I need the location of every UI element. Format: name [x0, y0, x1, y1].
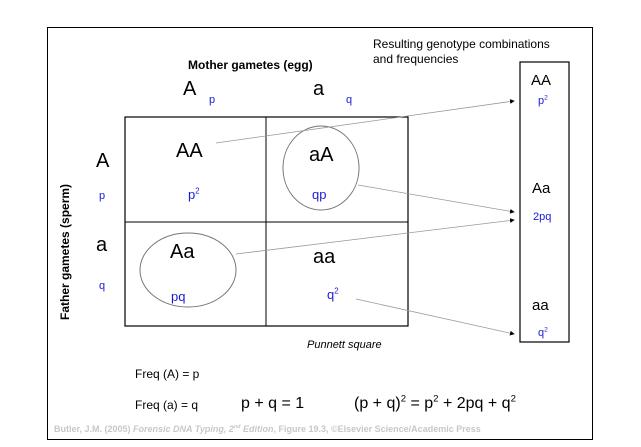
- resulting-label-line2: and frequencies: [373, 52, 459, 66]
- father-freq-q: q: [99, 280, 106, 292]
- cell-freq-Aa: pq: [171, 289, 186, 304]
- cell-freq-AA: p2: [188, 186, 200, 202]
- sum-equation: p + q = 1: [241, 395, 305, 412]
- arrow-Aa: [235, 218, 515, 255]
- result-genotype-Aa: Aa: [532, 180, 551, 197]
- result-genotype-AA: AA: [531, 72, 552, 89]
- arrow-AA: [215, 99, 515, 144]
- hardy-weinberg-equation: (p + q)2 = p2 + 2pq + q2: [354, 393, 516, 412]
- freq-A-equation: Freq (A) = p: [135, 367, 200, 381]
- result-freq-Aa: 2pq: [533, 211, 552, 223]
- father-allele-a: a: [96, 234, 108, 256]
- mother-freq-q: q: [346, 94, 353, 106]
- freq-a-equation: Freq (a) = q: [135, 398, 199, 412]
- mother-allele-a: a: [313, 78, 325, 100]
- cell-genotype-aa: aa: [313, 246, 336, 268]
- cell-genotype-aA: aA: [309, 144, 334, 166]
- source-credit: Butler, J.M. (2005) Forensic DNA Typing,…: [54, 424, 481, 434]
- cell-genotype-AA: AA: [176, 140, 203, 162]
- cell-genotype-Aa: Aa: [170, 241, 195, 263]
- result-freq-aa: q2: [538, 326, 548, 339]
- result-genotype-aa: aa: [532, 297, 549, 314]
- mother-allele-A: A: [183, 78, 197, 100]
- cell-freq-aA: qp: [312, 187, 327, 202]
- slide-frame: [47, 27, 593, 440]
- father-freq-p: p: [99, 190, 106, 202]
- arrow-aa: [355, 298, 515, 336]
- circle-aA: [282, 125, 360, 211]
- arrow-aA: [357, 184, 515, 214]
- result-freq-AA: p2: [538, 94, 548, 107]
- father-allele-A: A: [96, 150, 110, 172]
- resulting-label-line1: Resulting genotype combinations: [373, 37, 550, 51]
- mother-gametes-label: Mother gametes (egg): [188, 58, 313, 72]
- circle-Aa: [139, 232, 237, 308]
- cell-freq-aa: q2: [327, 286, 339, 302]
- mother-freq-p: p: [209, 94, 216, 106]
- punnett-square-caption: Punnett square: [307, 339, 382, 351]
- results-box: [519, 61, 570, 343]
